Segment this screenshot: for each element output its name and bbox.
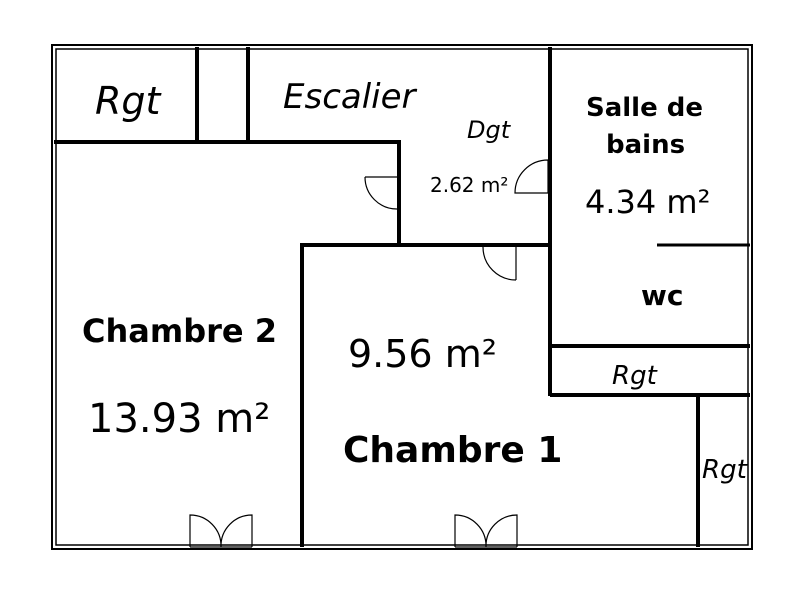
outer-wall-inner <box>55 48 749 546</box>
label-salle-de-bains-1: Salle de <box>586 93 703 123</box>
label-salle-de-bains-2: bains <box>606 130 685 160</box>
outer-wall <box>51 44 753 550</box>
doors <box>189 159 549 548</box>
door-chambre1-bottom <box>454 514 518 548</box>
label-chambre1: Chambre 1 <box>343 430 562 471</box>
room-labels: Rgt Escalier Dgt 2.62 m² Salle de bains … <box>82 77 748 485</box>
door-chambre2 <box>364 176 398 210</box>
label-chambre1-area: 9.56 m² <box>348 332 497 376</box>
label-wc: wc <box>641 279 683 312</box>
label-salle-de-bains-area: 4.34 m² <box>585 183 710 221</box>
label-chambre2-area: 13.93 m² <box>88 396 270 442</box>
label-rgt-top: Rgt <box>95 79 163 123</box>
door-chambre1 <box>482 246 517 281</box>
label-dgt-area: 2.62 m² <box>430 173 508 197</box>
label-chambre2: Chambre 2 <box>82 312 277 350</box>
walls <box>51 44 753 550</box>
label-rgt-right: Rgt <box>702 455 748 485</box>
label-escalier: Escalier <box>283 77 418 117</box>
label-rgt-mid: Rgt <box>612 361 658 391</box>
door-chambre2-bottom <box>189 514 253 548</box>
door-bathroom <box>514 159 549 194</box>
label-dgt: Dgt <box>467 116 512 144</box>
